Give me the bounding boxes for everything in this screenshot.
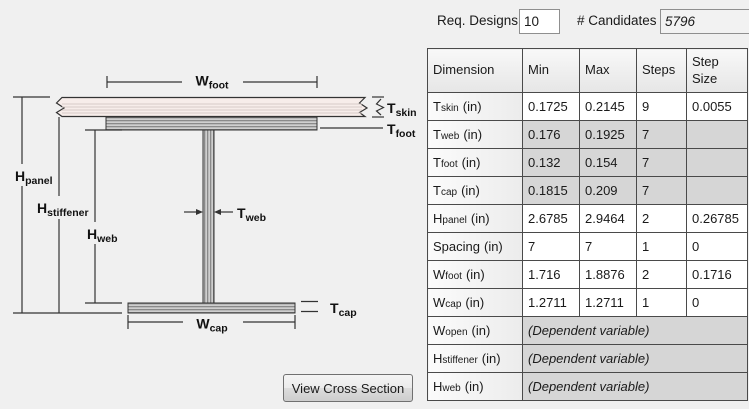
req-designs-label: Req. Designs <box>437 13 519 28</box>
candidates-label: # Candidates <box>577 13 657 28</box>
spacing-max-cell[interactable]: 7 <box>579 232 637 261</box>
wcap-dim-label: Wcap <box>196 315 228 335</box>
wcap-stepsize-cell[interactable]: 0 <box>686 288 748 317</box>
tfoot-steps-cell[interactable]: 7 <box>636 148 687 177</box>
tweb-max-cell[interactable]: 0.1925 <box>579 120 637 149</box>
col-header-dimension: Dimension <box>427 48 523 93</box>
table-row: Tcap(in) 0.1815 0.209 7 <box>427 176 748 205</box>
wfoot-stepsize-cell[interactable]: 0.1716 <box>686 260 748 289</box>
row-label-wfoot: Wfoot(in) <box>427 260 523 289</box>
tfoot-min-cell[interactable]: 0.132 <box>522 148 580 177</box>
view-cross-section-button[interactable]: View Cross Section <box>283 374 413 402</box>
wopen-dependent-cell: (Dependent variable) <box>522 316 748 345</box>
tcap-steps-cell[interactable]: 7 <box>636 176 687 205</box>
wfoot-max-cell[interactable]: 1.8876 <box>579 260 637 289</box>
row-label-wcap: Wcap(in) <box>427 288 523 317</box>
tcap-min-cell[interactable]: 0.1815 <box>522 176 580 205</box>
row-label-tskin: Tskin(in) <box>427 92 523 121</box>
tfoot-max-cell[interactable]: 0.154 <box>579 148 637 177</box>
hstiffener-dim-label: Hstiffener <box>37 200 89 219</box>
row-label-tcap: Tcap(in) <box>427 176 523 205</box>
tskin-stepsize-cell[interactable]: 0.0055 <box>686 92 748 121</box>
tcap-dim-label: Tcap <box>330 300 357 319</box>
tcap-stepsize-cell <box>686 176 748 205</box>
table-row: Wopen(in) (Dependent variable) <box>427 316 748 345</box>
ibeam-drawing <box>13 76 385 329</box>
hpanel-steps-cell[interactable]: 2 <box>636 204 687 233</box>
wcap-min-cell[interactable]: 1.2711 <box>522 288 580 317</box>
table-header-row: Dimension Min Max Steps Step Size <box>427 48 748 93</box>
col-header-step-size: Step Size <box>686 48 748 93</box>
wfoot-min-cell[interactable]: 1.716 <box>522 260 580 289</box>
wcap-max-cell[interactable]: 1.2711 <box>579 288 637 317</box>
table-row: Hstiffener(in) (Dependent variable) <box>427 344 748 373</box>
wfoot-dim-label: Wfoot <box>195 72 229 92</box>
table-row: Tweb(in) 0.176 0.1925 7 <box>427 120 748 149</box>
tweb-stepsize-cell <box>686 120 748 149</box>
tweb-dim-label: Tweb <box>237 205 266 224</box>
dimension-table: Dimension Min Max Steps Step Size Tskin(… <box>427 48 748 401</box>
spacing-stepsize-cell[interactable]: 0 <box>686 232 748 261</box>
hpanel-max-cell[interactable]: 2.9464 <box>579 204 637 233</box>
hweb-dependent-cell: (Dependent variable) <box>522 372 748 401</box>
row-label-tweb: Tweb(in) <box>427 120 523 149</box>
tcap-max-cell[interactable]: 0.209 <box>579 176 637 205</box>
col-header-steps: Steps <box>636 48 687 93</box>
row-label-hpanel: Hpanel(in) <box>427 204 523 233</box>
tweb-steps-cell[interactable]: 7 <box>636 120 687 149</box>
tskin-steps-cell[interactable]: 9 <box>636 92 687 121</box>
row-label-hstiffener: Hstiffener(in) <box>427 344 523 373</box>
tfoot-dim-label: Tfoot <box>387 121 416 140</box>
req-designs-input[interactable] <box>519 9 560 34</box>
hpanel-dim-label: Hpanel <box>15 168 53 187</box>
row-label-tfoot: Tfoot(in) <box>427 148 523 177</box>
wcap-steps-cell[interactable]: 1 <box>636 288 687 317</box>
table-row: Spacing(in) 7 7 1 0 <box>427 232 748 261</box>
table-row: Tfoot(in) 0.132 0.154 7 <box>427 148 748 177</box>
table-row: Hpanel(in) 2.6785 2.9464 2 0.26785 <box>427 204 748 233</box>
tskin-min-cell[interactable]: 0.1725 <box>522 92 580 121</box>
spacing-steps-cell[interactable]: 1 <box>636 232 687 261</box>
candidates-count-field <box>660 9 749 34</box>
table-row: Wcap(in) 1.2711 1.2711 1 0 <box>427 288 748 317</box>
tskin-max-cell[interactable]: 0.2145 <box>579 92 637 121</box>
hpanel-stepsize-cell[interactable]: 0.26785 <box>686 204 748 233</box>
cross-section-diagram: Wfoot Tskin Tfoot Hpanel Hstiffener Hweb… <box>13 72 417 335</box>
hstiffener-dependent-cell: (Dependent variable) <box>522 344 748 373</box>
table-row: Hweb(in) (Dependent variable) <box>427 372 748 401</box>
col-header-max: Max <box>579 48 637 93</box>
hweb-dim-label: Hweb <box>87 226 118 245</box>
table-row: Tskin(in) 0.1725 0.2145 9 0.0055 <box>427 92 748 121</box>
table-row: Wfoot(in) 1.716 1.8876 2 0.1716 <box>427 260 748 289</box>
tfoot-stepsize-cell <box>686 148 748 177</box>
row-label-spacing: Spacing(in) <box>427 232 523 261</box>
col-header-min: Min <box>522 48 580 93</box>
tweb-min-cell[interactable]: 0.176 <box>522 120 580 149</box>
hpanel-min-cell[interactable]: 2.6785 <box>522 204 580 233</box>
tskin-dim-label: Tskin <box>387 100 417 119</box>
wfoot-steps-cell[interactable]: 2 <box>636 260 687 289</box>
row-label-hweb: Hweb(in) <box>427 372 523 401</box>
row-label-wopen: Wopen(in) <box>427 316 523 345</box>
spacing-min-cell[interactable]: 7 <box>522 232 580 261</box>
